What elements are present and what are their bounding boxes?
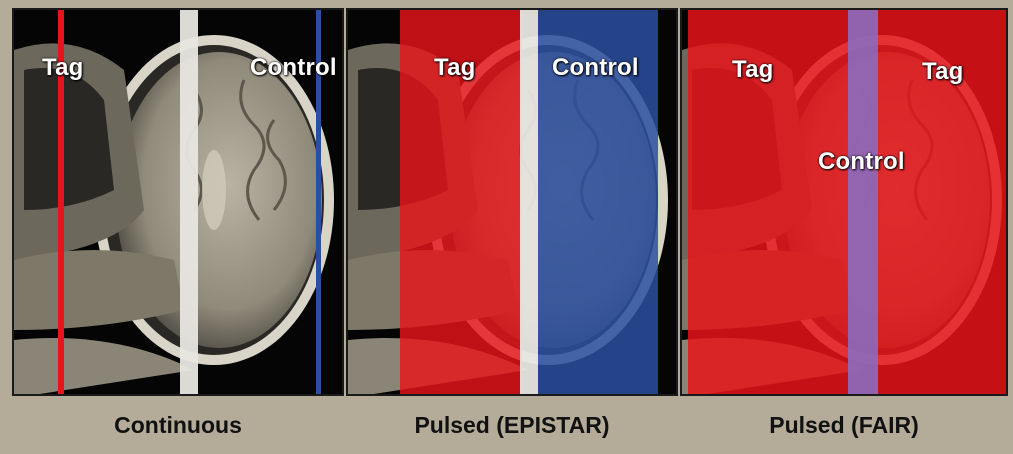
- tag-label: Tag: [42, 54, 84, 82]
- control-slice-band: [848, 10, 878, 396]
- tag-label: Tag: [434, 54, 476, 82]
- panel-pulsed-fair: Tag Tag Control: [680, 8, 1008, 396]
- control-label: Control: [818, 148, 905, 176]
- control-label: Control: [552, 54, 639, 82]
- caption-continuous: Continuous: [12, 402, 344, 448]
- center-slice-band: [520, 10, 538, 396]
- panel-continuous: Tag Control: [12, 8, 344, 396]
- tag-label-left: Tag: [732, 56, 774, 84]
- caption-pulsed-fair: Pulsed (FAIR): [680, 402, 1008, 448]
- panel-pulsed-epistar: Tag Control: [346, 8, 678, 396]
- center-slice-band: [180, 10, 198, 396]
- caption-pulsed-epistar: Pulsed (EPISTAR): [346, 402, 678, 448]
- tag-label-right: Tag: [922, 58, 964, 86]
- control-label: Control: [250, 54, 337, 82]
